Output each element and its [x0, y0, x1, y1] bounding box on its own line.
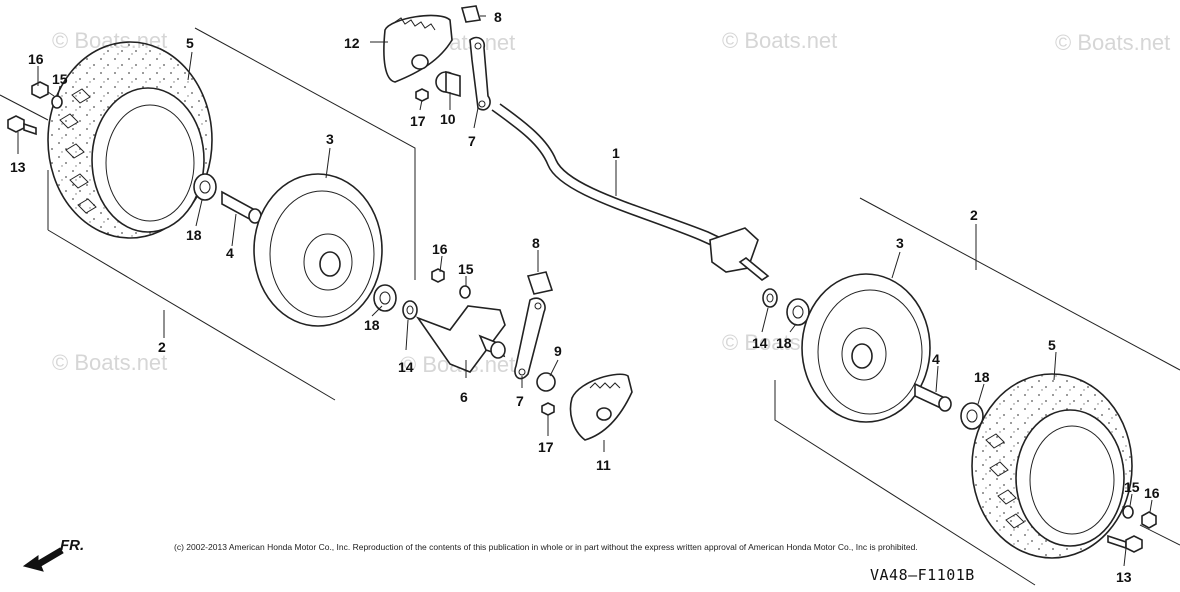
callout-3: 3	[326, 131, 334, 147]
front-direction-indicator: FR.	[22, 537, 84, 572]
bushing-top	[435, 70, 461, 98]
callout-18: 18	[776, 335, 792, 351]
right-washer	[762, 288, 778, 308]
callout-16: 16	[28, 51, 44, 67]
right-outer-bearing	[786, 298, 810, 326]
callout-15: 15	[458, 261, 474, 277]
callout-9: 9	[554, 343, 562, 359]
right-assembly-outline	[774, 197, 1180, 586]
arrow-left-icon	[22, 547, 64, 572]
callout-17: 17	[538, 439, 554, 455]
right-washer-15	[1122, 505, 1134, 519]
bracket-top	[460, 5, 482, 23]
leader-lines	[17, 15, 1153, 567]
washer-15-mid	[459, 285, 471, 299]
callout-5: 5	[186, 35, 194, 51]
left-wheel-rim	[253, 173, 383, 327]
left-washer-15	[51, 95, 63, 109]
bolt-16-mid	[431, 268, 445, 283]
watermark: © Boats.net	[1055, 30, 1170, 55]
height-adjuster-plate-top	[383, 14, 453, 83]
left-inner-bearing	[193, 173, 217, 201]
left-assembly-outline	[0, 27, 416, 401]
callout-4: 4	[226, 245, 234, 261]
left-bolt-16	[31, 81, 55, 99]
callout-1: 1	[612, 145, 620, 161]
callout-8: 8	[532, 235, 540, 251]
left-outer-bearing	[373, 284, 397, 312]
callout-13: 13	[10, 159, 26, 175]
left-spacer	[221, 190, 262, 224]
callout-6: 6	[460, 389, 468, 405]
callout-15: 15	[1124, 479, 1140, 495]
callout-2: 2	[158, 339, 166, 355]
callout-4: 4	[932, 351, 940, 367]
callout-2: 2	[970, 207, 978, 223]
axle-shaft	[491, 103, 770, 281]
copyright-notice: (c) 2002-2013 American Honda Motor Co., …	[174, 542, 918, 552]
callout-8: 8	[494, 9, 502, 25]
callout-3: 3	[896, 235, 904, 251]
direction-label: FR.	[60, 537, 84, 554]
callout-11: 11	[596, 457, 611, 473]
right-inner-bearing	[960, 402, 984, 430]
callouts: 1 2 2 3 3 4 4 5 5 6 7 7 8 8 9 10 11 12 1…	[10, 9, 1160, 585]
right-spacer	[914, 382, 952, 412]
left-tire	[47, 41, 213, 239]
right-bolt-13	[1107, 534, 1143, 553]
bolt-17-mid	[541, 402, 555, 416]
callout-16: 16	[1144, 485, 1160, 501]
bushing-mid	[536, 372, 556, 392]
callout-15: 15	[52, 71, 68, 87]
bracket-mid	[526, 271, 554, 295]
callout-10: 10	[440, 111, 456, 127]
right-bolt-16	[1141, 511, 1157, 529]
callout-7: 7	[468, 133, 476, 149]
callout-16: 16	[432, 241, 448, 257]
height-lever	[415, 305, 506, 373]
callout-18: 18	[974, 369, 990, 385]
height-adjuster-plate-mid	[569, 373, 633, 441]
callout-5: 5	[1048, 337, 1056, 353]
link-top	[469, 36, 491, 111]
left-bolt-13	[7, 115, 37, 136]
watermark: © Boats.net	[52, 350, 167, 375]
callout-13: 13	[1116, 569, 1132, 585]
diagram-code: VA48—F1101B	[870, 566, 975, 584]
right-wheel-rim	[801, 273, 931, 423]
watermark: © Boats.net	[722, 28, 837, 53]
callout-7: 7	[516, 393, 524, 409]
callout-12: 12	[344, 35, 360, 51]
callout-18: 18	[364, 317, 380, 333]
right-tire	[971, 373, 1133, 559]
callout-17: 17	[410, 113, 426, 129]
bolt-17-top	[415, 88, 429, 102]
callout-14: 14	[752, 335, 768, 351]
left-washer	[402, 300, 418, 320]
callout-18: 18	[186, 227, 202, 243]
callout-14: 14	[398, 359, 414, 375]
link-mid	[514, 297, 546, 380]
